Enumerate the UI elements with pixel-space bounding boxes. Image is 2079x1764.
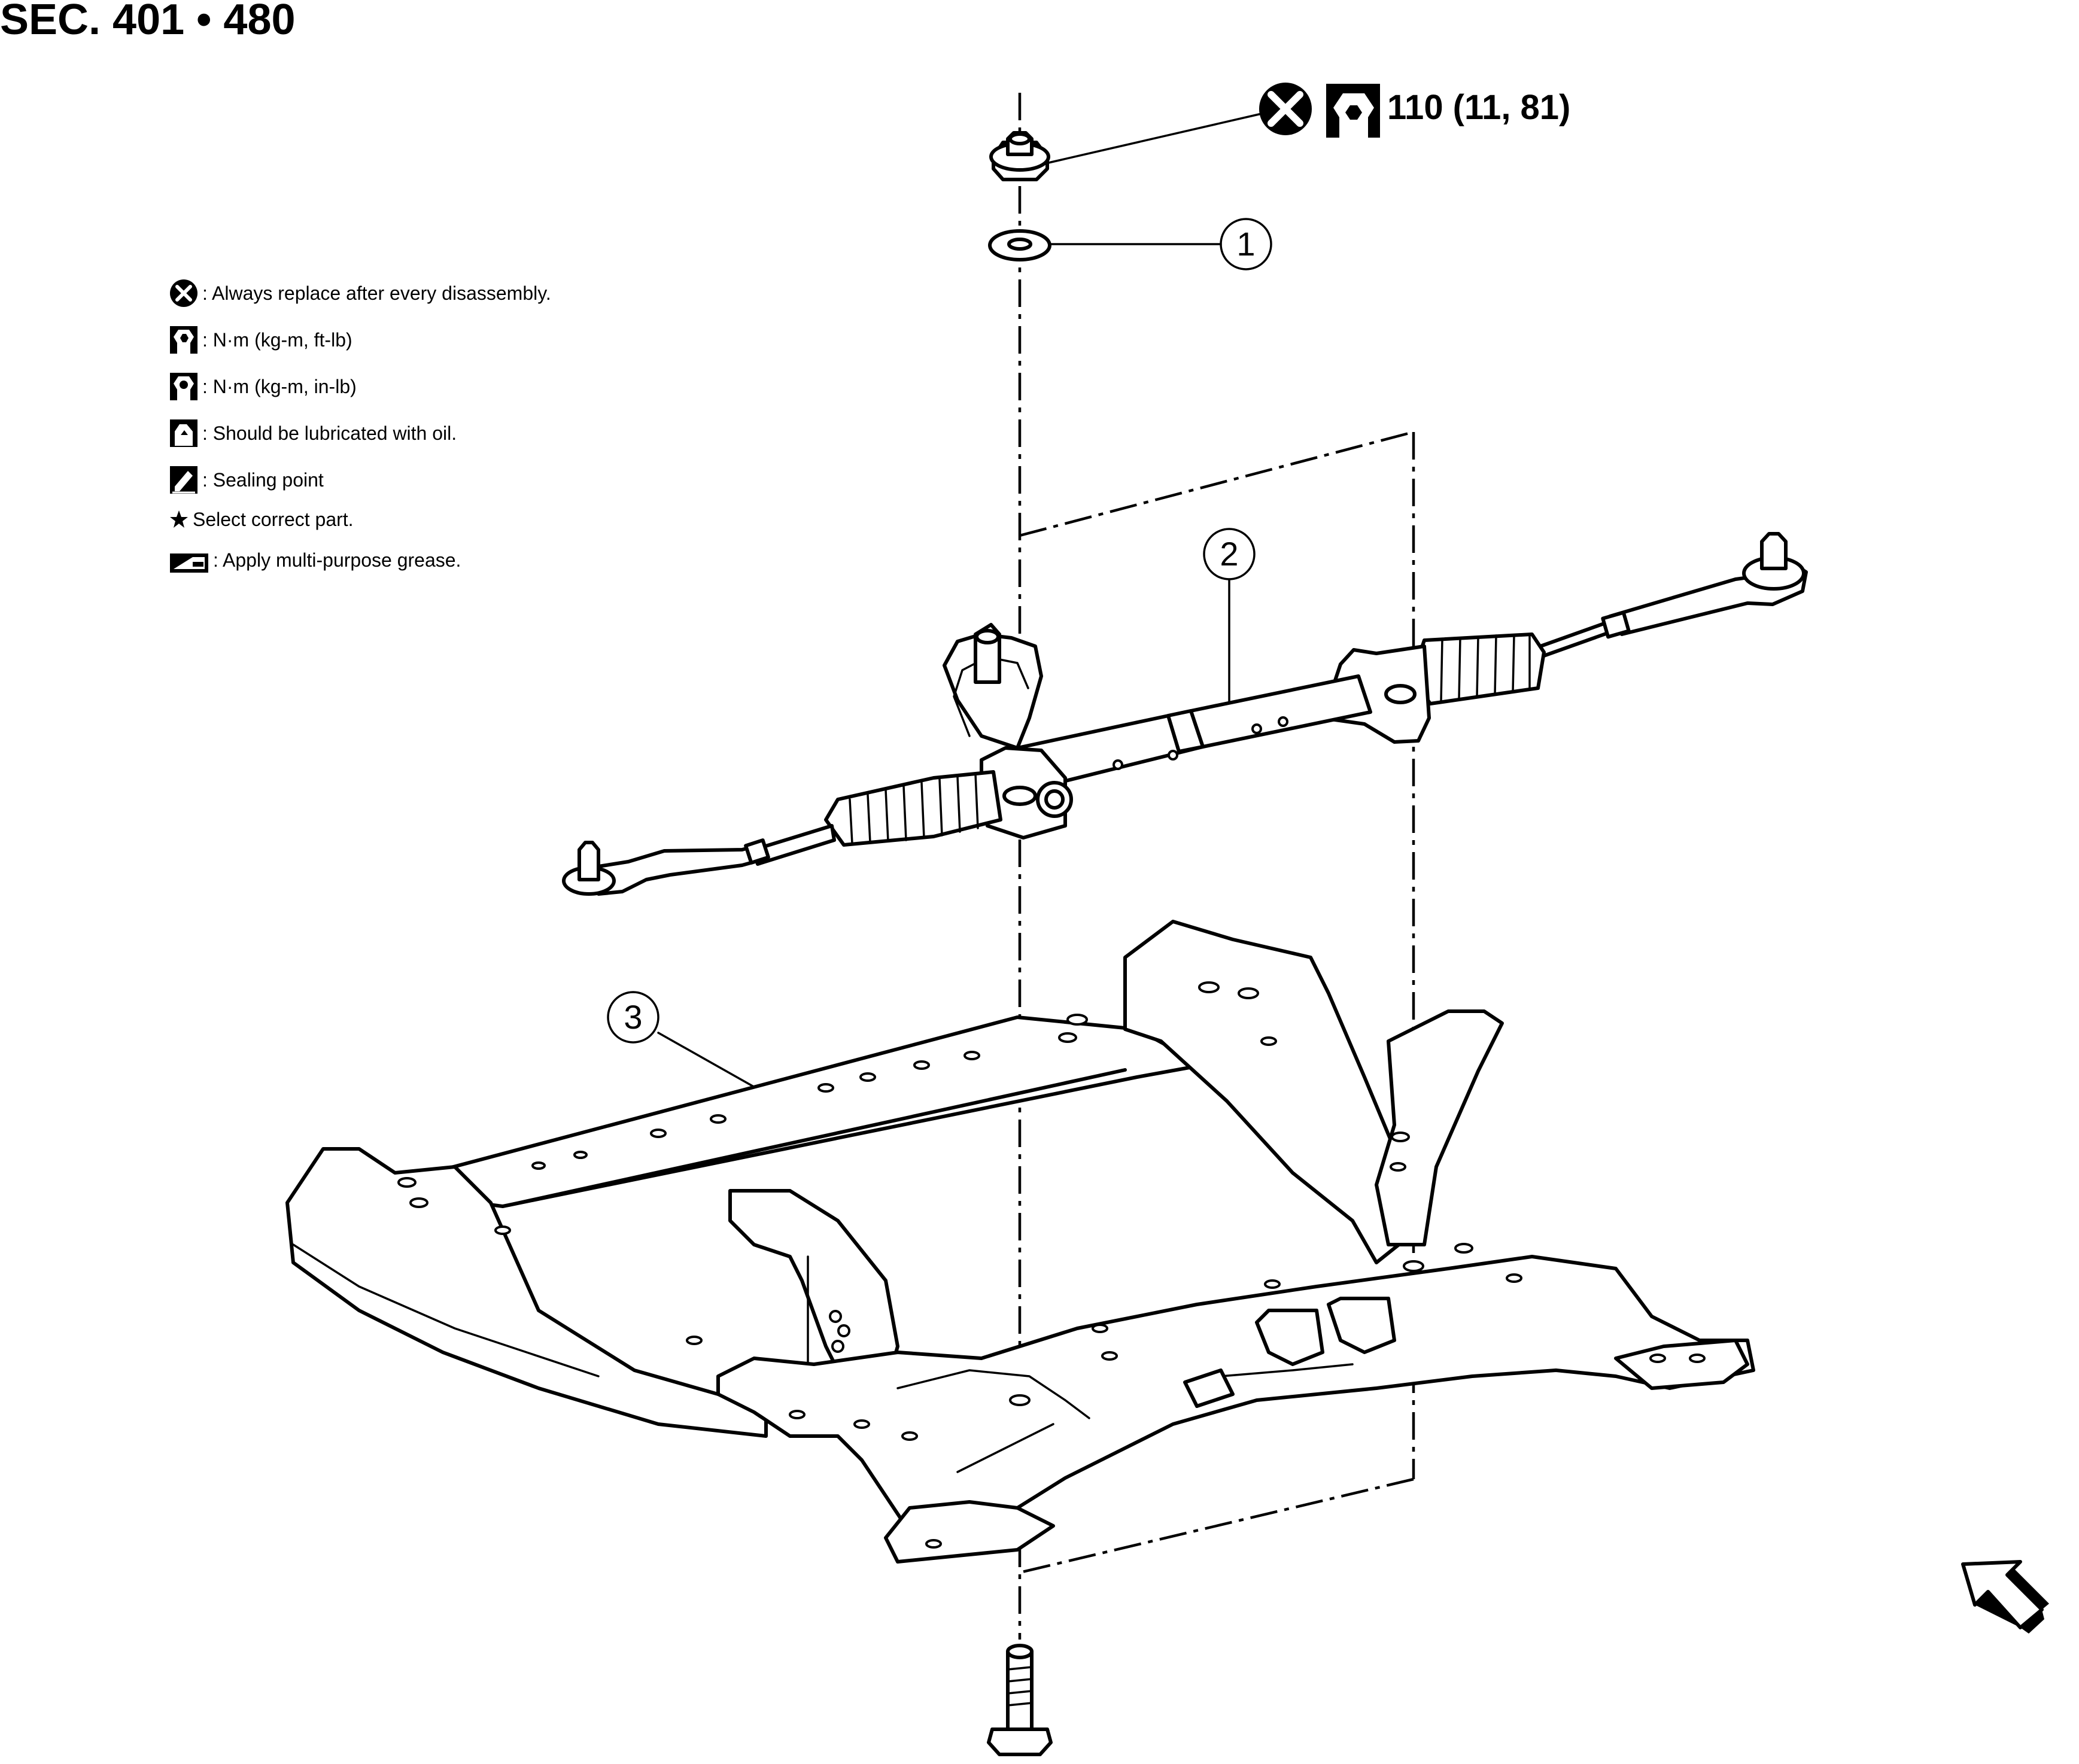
legend-row-sealing: : Sealing point	[169, 462, 324, 498]
torque-spec: 110 (11, 81)	[1387, 88, 1571, 127]
section-title: SEC. 401 • 480	[0, 0, 296, 44]
leader-member	[657, 1032, 761, 1091]
callout-2: 2	[1220, 535, 1239, 573]
front-arrow-icon	[1961, 1560, 2049, 1634]
leader-nut	[1047, 112, 1263, 164]
replace-icon	[1259, 83, 1312, 135]
nut	[989, 131, 1050, 181]
legend-text-torque-in-lb: : N·m (kg-m, in-lb)	[202, 375, 357, 397]
legend-text-replace: : Always replace after every disassembly…	[202, 282, 551, 304]
legend-text-sealing: : Sealing point	[202, 469, 324, 491]
legend-text-select-part: Select correct part.	[193, 508, 354, 530]
washer	[988, 229, 1051, 261]
legend-text-oil: : Should be lubricated with oil.	[202, 422, 457, 444]
callout-circle-2	[1203, 528, 1256, 580]
legend-row-torque-ft-lb: : N·m (kg-m, ft-lb)	[169, 322, 352, 358]
projection-box	[1019, 430, 1415, 1574]
sealing-icon	[169, 465, 199, 495]
legend-text-torque-ft-lb: : N·m (kg-m, ft-lb)	[202, 329, 352, 351]
callout-circle-3	[607, 991, 659, 1044]
suspension-member	[285, 920, 1755, 1564]
callout-3: 3	[624, 998, 643, 1036]
steering-gear	[562, 532, 1808, 896]
legend-text-grease: : Apply multi-purpose grease.	[213, 549, 461, 571]
grease-icon	[169, 545, 209, 575]
legend-row-torque-in-lb: : N·m (kg-m, in-lb)	[169, 369, 357, 404]
torque-in-lb-icon	[169, 372, 199, 402]
star-icon	[169, 504, 189, 534]
legend-row-select-part: Select correct part.	[169, 501, 354, 537]
torque-ft-lb-icon	[169, 325, 199, 355]
torque-wrench-icon	[1326, 84, 1380, 139]
callout-1: 1	[1236, 225, 1256, 263]
frame-holes	[397, 981, 1706, 1549]
oil-can-icon	[169, 418, 199, 448]
legend-row-oil: : Should be lubricated with oil.	[169, 415, 457, 451]
legend-row-grease: : Apply multi-purpose grease.	[169, 542, 461, 578]
replace-icon	[169, 278, 199, 308]
callout-circle-1	[1220, 218, 1272, 270]
mounting-bolt	[987, 1644, 1053, 1756]
legend-row-replace: : Always replace after every disassembly…	[169, 275, 551, 311]
